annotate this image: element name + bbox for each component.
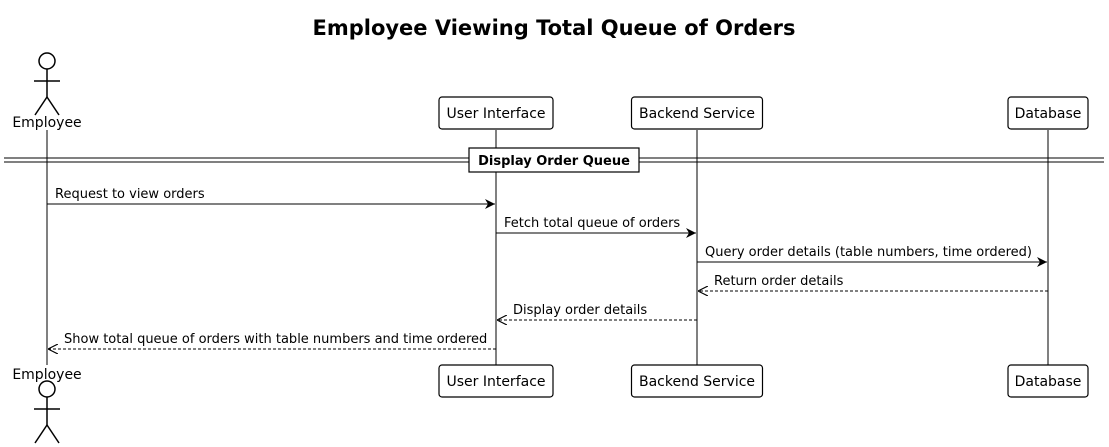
participant-label-employee-bottom: Employee [12, 367, 81, 383]
message-label: Show total queue of orders with table nu… [64, 332, 487, 347]
group-label-box [468, 147, 640, 173]
message-label: Fetch total queue of orders [504, 216, 680, 231]
participant-box-ui-bottom [438, 364, 554, 398]
participant-box-backend-bottom [630, 364, 764, 398]
message-label: Display order details [513, 303, 647, 318]
actor-figure-top [34, 52, 60, 116]
message-label: Query order details (table numbers, time… [705, 245, 1032, 260]
message-label: Return order details [714, 274, 844, 289]
participant-box-db-bottom [1007, 364, 1089, 398]
participant-label-employee-top: Employee [12, 115, 81, 131]
participant-label-db-bottom: Database [1015, 374, 1082, 390]
group-label: Display Order Queue [478, 154, 630, 169]
participant-label-ui-bottom: User Interface [446, 374, 545, 390]
participant-box-db-top [1007, 96, 1089, 130]
message-label: Request to view orders [55, 187, 205, 202]
diagram-title: Employee Viewing Total Queue of Orders [312, 16, 795, 40]
participant-label-backend-top: Backend Service [639, 106, 755, 122]
participant-box-ui-top [438, 96, 554, 130]
participant-label-ui-top: User Interface [446, 106, 545, 122]
participant-label-backend-bottom: Backend Service [639, 374, 755, 390]
participant-box-backend-top [630, 96, 764, 130]
participant-label-db-top: Database [1015, 106, 1082, 122]
actor-figure-bottom [34, 380, 60, 444]
